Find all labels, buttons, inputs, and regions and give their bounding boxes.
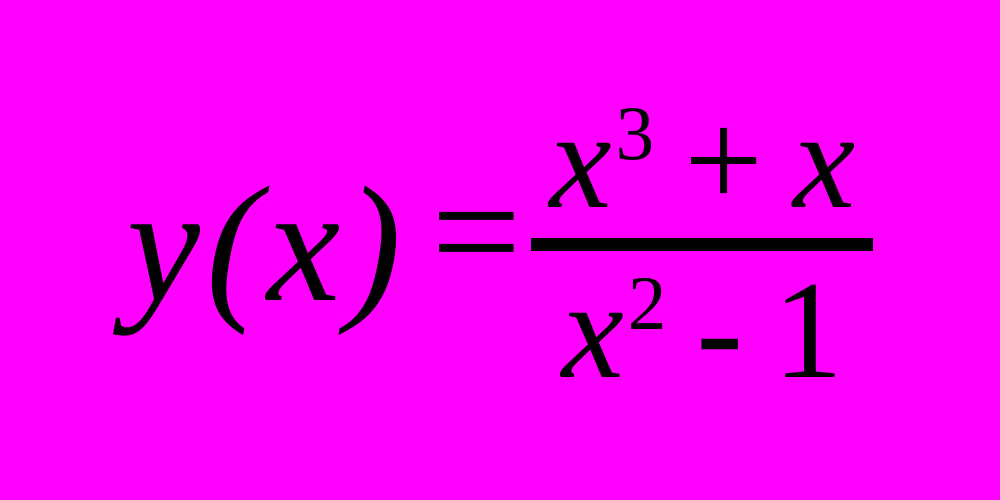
fraction: x3+x x2-1 xyxy=(531,87,874,404)
lhs-function-name: y xyxy=(126,153,207,336)
numerator-exponent: 3 xyxy=(615,89,655,176)
numerator-base: x xyxy=(549,82,612,238)
denominator-operator: - xyxy=(696,252,743,408)
lhs-argument: x xyxy=(267,153,347,336)
numerator-second-term: x xyxy=(793,82,856,238)
numerator-operator: + xyxy=(684,82,764,238)
fraction-denominator: x2-1 xyxy=(544,257,861,404)
denominator-base: x xyxy=(561,252,624,408)
equation-lhs: y(x) xyxy=(127,150,407,340)
fraction-bar xyxy=(531,237,874,251)
denominator-exponent: 2 xyxy=(627,259,667,346)
equals-sign: = xyxy=(431,141,522,320)
fraction-numerator: x3+x xyxy=(531,87,873,234)
lhs-close-paren: ) xyxy=(346,153,408,336)
lhs-open-paren: ( xyxy=(206,153,267,336)
denominator-second-term: 1 xyxy=(772,252,843,408)
